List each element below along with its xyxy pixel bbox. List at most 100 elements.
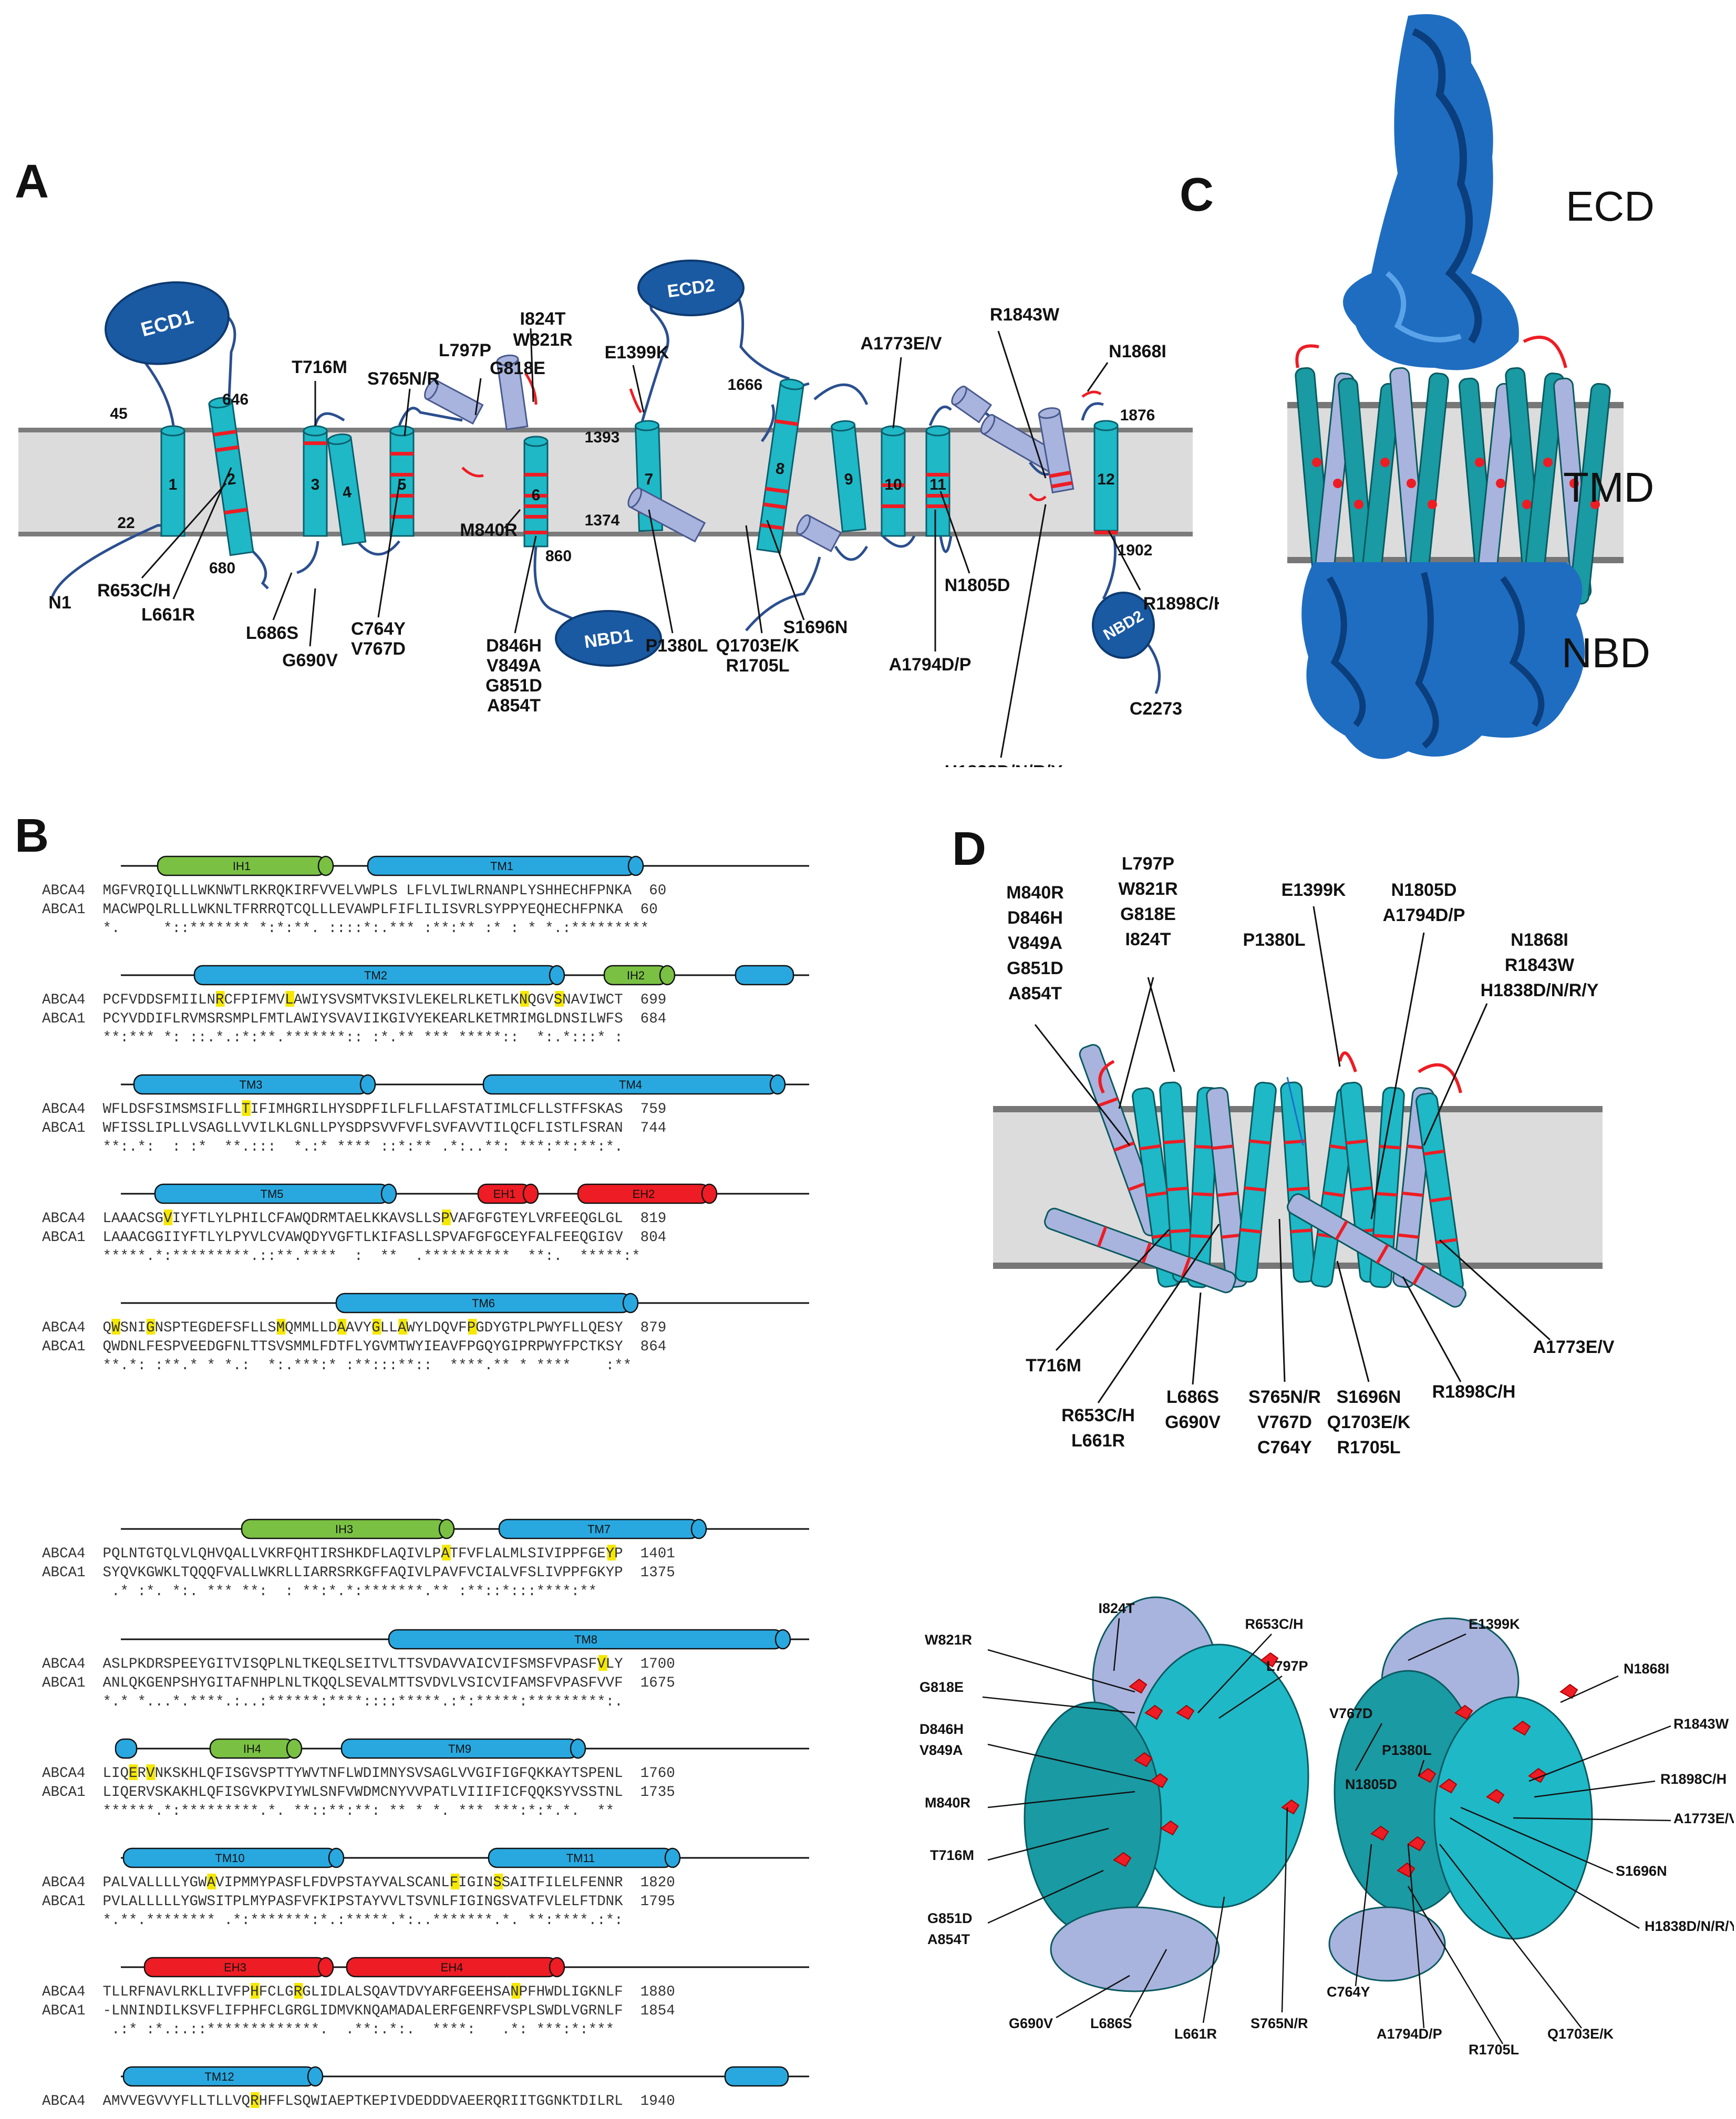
d-bottom-label-G851D: G851D — [927, 1910, 973, 1926]
membrane-top-line — [18, 428, 1193, 432]
mut-N1805D: N1805D — [945, 575, 1010, 595]
mut-R653C-H: R653C/H — [97, 581, 171, 601]
sse-tm2: TM2 — [193, 965, 565, 986]
sse-ih1: IH1 — [157, 855, 334, 876]
d-label-Q1703E-K: Q1703E/K — [1327, 1412, 1411, 1432]
side-chain — [1512, 1720, 1531, 1736]
tm-number-9: 9 — [843, 470, 854, 489]
tm-number-11: 11 — [929, 476, 946, 493]
sse-tm6: TM6 — [335, 1293, 639, 1314]
helix-cylinder-18 — [1038, 407, 1074, 494]
mut-V849A: V849A — [487, 656, 541, 676]
sse-tm8: TM8 — [388, 1629, 791, 1650]
sse-label: IH3 — [335, 1523, 353, 1536]
mutation-site — [1590, 500, 1600, 509]
sse-label: EH4 — [441, 1961, 463, 1974]
d-label-R1705L: R1705L — [1337, 1438, 1401, 1458]
conservation-line: **:.*: : :* **.::: *.:* **** ::*:** .*:.… — [42, 1139, 623, 1155]
sse-label: TM2 — [364, 969, 387, 982]
residue-highlight — [285, 991, 294, 1007]
res-680: 680 — [209, 560, 235, 577]
panel-d-structure: M840RD846HV849AG851DA854TL797PW821RG818E… — [919, 854, 1734, 2058]
mutation-site — [1354, 500, 1363, 509]
d-label-L797P: L797P — [1122, 854, 1174, 874]
abca4-sequence: ABCA4 LAAACSGVIYFTLYLPHILCFAWQDRMTAELKKA… — [42, 1211, 666, 1227]
mut-I824T: I824T — [520, 309, 566, 329]
side-chain — [1370, 1825, 1389, 1841]
c-tmd-helices — [1295, 335, 1611, 605]
sse-label: TM1 — [490, 860, 513, 873]
d-label-D846H: D846H — [1007, 908, 1063, 928]
membrane-band — [18, 431, 1193, 533]
domain-nbd1: NBD1 — [555, 610, 662, 667]
helix-cylinder-19: 12 — [1093, 420, 1119, 534]
d-label-M840R: M840R — [1006, 883, 1064, 903]
d-label-V767D: V767D — [1257, 1412, 1312, 1432]
sse-label: EH3 — [224, 1961, 246, 1974]
sse-ih2: IH2 — [603, 965, 676, 986]
d-label-L661R: L661R — [1071, 1431, 1125, 1451]
residue-highlight — [607, 1545, 616, 1560]
res-22: 22 — [117, 514, 135, 532]
res-1902: 1902 — [1118, 542, 1153, 559]
side-chain — [1150, 1773, 1169, 1789]
mut-R1898C-H: R1898C/H — [1143, 594, 1219, 614]
mut-R1705L: R1705L — [726, 656, 790, 676]
tm-number-10: 10 — [884, 476, 902, 493]
residue-highlight — [450, 1874, 460, 1889]
conservation-line: *.* *...*.****.:..:******:****::::*****.… — [42, 1694, 623, 1710]
d-label-H1838D-N-R-Y: H1838D/N/R/Y — [1481, 980, 1599, 1000]
panel-label-c: C — [1180, 169, 1214, 221]
c-terminus: C2273 — [1130, 699, 1182, 719]
sse-label: TM12 — [204, 2070, 234, 2083]
mut-T716M: T716M — [292, 357, 347, 377]
side-chain — [1407, 1836, 1426, 1852]
mut-S1696N: S1696N — [783, 617, 848, 637]
sse-tm12: TM12 — [122, 2066, 324, 2087]
side-chain — [1134, 1752, 1153, 1767]
d-bottom-label-S1696N: S1696N — [1616, 1863, 1667, 1879]
d-bottom-lavender-loop — [1050, 1906, 1220, 1992]
conservation-line: *****.*:*********.::**.**** : ** .******… — [42, 1248, 640, 1265]
side-chain — [1176, 1704, 1195, 1720]
mutation-site — [1333, 479, 1342, 488]
residue-highlight — [598, 1655, 607, 1671]
c-nbd-ribbon — [1301, 562, 1585, 759]
residue-highlight — [520, 991, 529, 1007]
panel-c-structure: ECD TMD NBD — [1287, 14, 1655, 759]
sse-label: EH1 — [493, 1187, 516, 1201]
residue-highlight — [442, 1210, 451, 1225]
helix-cylinder-10 — [627, 487, 706, 543]
c-label-tmd: TMD — [1563, 464, 1654, 511]
sse-ih4: IH4 — [209, 1738, 303, 1759]
mut-Q1703E-K: Q1703E/K — [716, 636, 800, 656]
d-labels: M840RD846HV849AG851DA854TL797PW821RG818E… — [919, 854, 1734, 2058]
panel-label-b: B — [15, 810, 49, 862]
abca1-sequence: ABCA1 LAAACGGIIYFTLYLPYVLCVAWQDYVGFTLKIF… — [42, 1229, 666, 1246]
residue-highlight — [372, 1319, 381, 1335]
side-chain — [1281, 1799, 1300, 1815]
d-bottom-label-L686S: L686S — [1090, 2015, 1132, 2031]
residue-highlight — [216, 991, 225, 1007]
abca4-sequence: ABCA4 QWSNIGNSPTEGDEFSFLLSMQMMLLDAAVYGLL… — [42, 1320, 666, 1336]
sse-label: TM6 — [472, 1297, 495, 1310]
sse-label: TM8 — [574, 1633, 597, 1646]
d-label-P1380L: P1380L — [1243, 930, 1305, 950]
tm-number-5: 5 — [398, 476, 407, 493]
side-chain — [1113, 1852, 1132, 1867]
c-ecd-ribbon — [1343, 14, 1519, 370]
sse-tm5: TM5 — [154, 1183, 397, 1204]
side-chain — [1144, 1704, 1163, 1720]
side-chain — [1486, 1789, 1505, 1804]
res-1393: 1393 — [585, 429, 620, 446]
d-helix — [1159, 1081, 1195, 1283]
d-helix — [1235, 1081, 1277, 1283]
abca1-sequence: ABCA1 WFISSLIPLLVSAGLLVVILKLGNLLPYSDPSVV… — [42, 1120, 666, 1136]
sse-label: IH2 — [627, 969, 645, 982]
residue-highlight — [468, 1319, 477, 1335]
